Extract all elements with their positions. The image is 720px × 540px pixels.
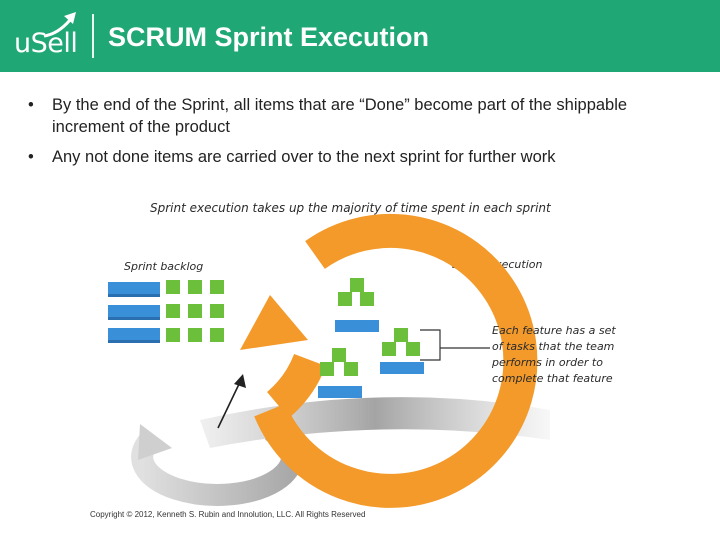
- bullet-icon: •: [28, 146, 34, 168]
- feature-note-line-1: Each feature has a set: [492, 324, 616, 337]
- feature-note-line-2: of tasks that the team: [492, 340, 614, 353]
- bullet-item: • Any not done items are carried over to …: [28, 146, 688, 168]
- bullet-item: • By the end of the Sprint, all items tha…: [28, 94, 688, 138]
- bullet-text: Any not done items are carried over to t…: [52, 148, 555, 166]
- usell-logo: uSell: [12, 10, 92, 64]
- sprint-backlog-label: Sprint backlog: [124, 260, 203, 273]
- title-bar: uSell SCRUM Sprint Execution: [0, 0, 720, 72]
- copyright-notice: Copyright © 2012, Kenneth S. Rubin and I…: [90, 510, 365, 519]
- orange-sprint-ring: [240, 231, 520, 491]
- logo-text: uSell: [14, 28, 77, 59]
- slide-title: SCRUM Sprint Execution: [108, 22, 429, 53]
- feature-callout-bracket: [420, 330, 490, 360]
- header-divider: [92, 14, 94, 58]
- feature-note-line-3: performs in order to: [491, 356, 603, 369]
- bullet-icon: •: [28, 94, 34, 116]
- feature-task-clusters: [318, 278, 424, 398]
- bullet-list: • By the end of the Sprint, all items tha…: [28, 94, 688, 176]
- sprint-execution-diagram: Sprint execution takes up the majority o…: [80, 190, 640, 530]
- sprint-backlog-grid: [108, 280, 224, 343]
- feature-note-line-4: complete that feature: [492, 372, 613, 385]
- bullet-text: By the end of the Sprint, all items that…: [52, 96, 627, 136]
- diagram-heading: Sprint execution takes up the majority o…: [150, 201, 552, 215]
